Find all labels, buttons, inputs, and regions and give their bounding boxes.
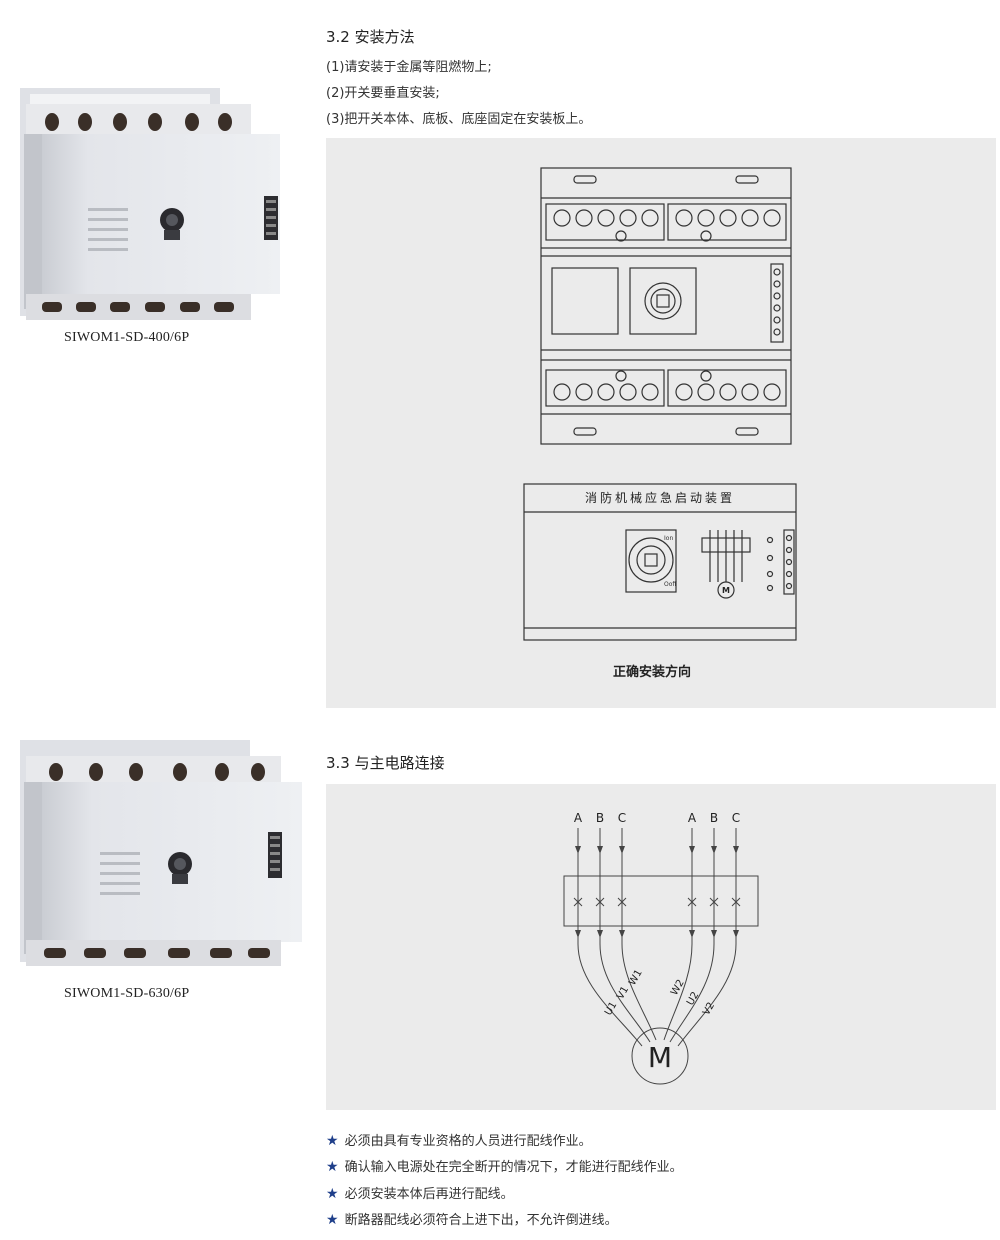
note-item-3: ★ 必须安装本体后再进行配线。 — [326, 1183, 514, 1202]
lead-label-w2: W2 — [669, 978, 687, 998]
star-icon: ★ — [326, 1133, 339, 1149]
phase-label-left-b: B — [596, 811, 604, 825]
note-item-2: ★ 确认输入电源处在完全断开的情况下，才能进行配线作业。 — [326, 1156, 683, 1175]
product-photo-1 — [12, 88, 302, 328]
phase-label-left-a: A — [574, 811, 583, 825]
product-photo-2 — [12, 740, 302, 972]
install-diagram: 消防机械应急启动装置 Ion Ooff M 正确安装方向 — [523, 167, 797, 680]
lead-label-u2: U2 — [685, 990, 701, 1007]
device-panel-label: 消防机械应急启动装置 — [585, 490, 735, 505]
phase-label-right-c: C — [732, 811, 740, 825]
phase-label-right-b: B — [710, 811, 718, 825]
lead-label-v1: V1 — [615, 985, 631, 1002]
note-text-3: 必须安装本体后再进行配线。 — [344, 1187, 514, 1202]
mini-motor-symbol: M — [722, 586, 730, 595]
lead-label-w1: W1 — [627, 968, 645, 988]
knob-on-label: Ion — [664, 535, 673, 542]
lead-label-u1: U1 — [603, 1000, 619, 1017]
product-model-caption-1: SIWOM1-SD-400/6P — [64, 330, 190, 345]
note-text-4: 断路器配线必须符合上进下出，不允许倒进线。 — [344, 1213, 618, 1228]
install-section-title: 3.2 安装方法 — [326, 28, 415, 46]
correct-orientation-caption: 正确安装方向 — [613, 664, 691, 680]
note-item-1: ★ 必须由具有专业资格的人员进行配线作业。 — [326, 1130, 592, 1149]
circuit-section-title: 3.3 与主电路连接 — [326, 754, 445, 772]
note-item-4: ★ 断路器配线必须符合上进下出，不允许倒进线。 — [326, 1209, 618, 1228]
knob-off-label: Ooff — [664, 581, 677, 588]
star-icon: ★ — [326, 1212, 339, 1228]
install-step-3: (3)把开关本体、底板、底座固定在安装板上。 — [326, 112, 592, 127]
install-step-2: (2)开关要垂直安装; — [326, 86, 440, 101]
install-diagram-panel: 消防机械应急启动装置 Ion Ooff M 正确安装方向 — [326, 138, 996, 708]
star-icon: ★ — [326, 1159, 339, 1175]
star-icon: ★ — [326, 1186, 339, 1202]
motor-symbol: M — [648, 1041, 672, 1074]
phase-label-right-a: A — [688, 811, 697, 825]
note-text-2: 确认输入电源处在完全断开的情况下，才能进行配线作业。 — [344, 1160, 683, 1175]
note-text-1: 必须由具有专业资格的人员进行配线作业。 — [344, 1134, 592, 1149]
wiring-diagram: A B C A B C U1 V1 W1 W2 U2 V2 M — [563, 811, 759, 1085]
install-step-1: (1)请安装于金属等阻燃物上; — [326, 60, 492, 75]
wiring-diagram-panel: A B C A B C U1 V1 W1 W2 U2 V2 M — [326, 784, 996, 1110]
phase-label-left-c: C — [618, 811, 626, 825]
product-model-caption-2: SIWOM1-SD-630/6P — [64, 986, 190, 1001]
